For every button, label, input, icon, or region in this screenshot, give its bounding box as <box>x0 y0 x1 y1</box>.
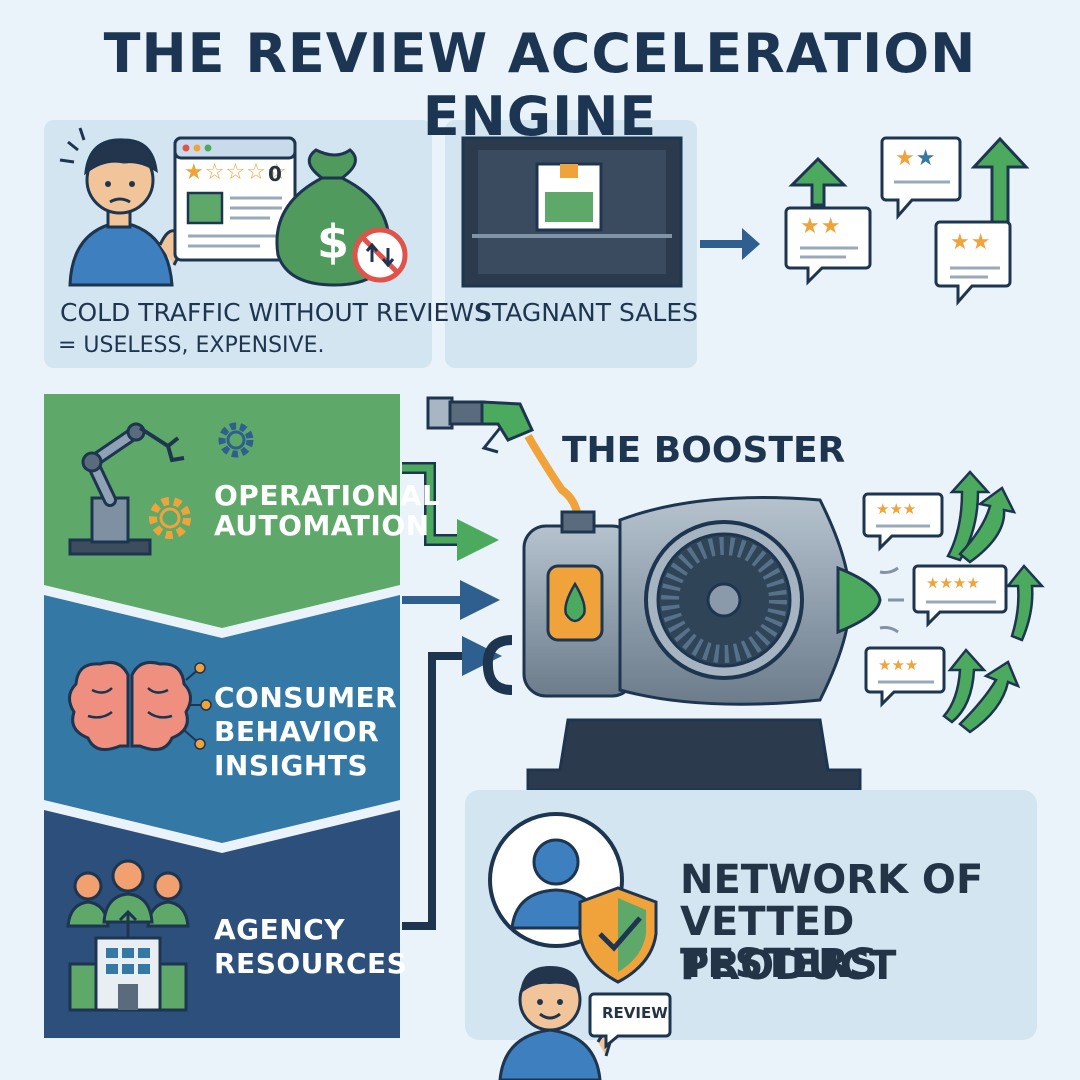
star-rating: ★★★ <box>876 500 917 518</box>
review-sign <box>588 992 672 1050</box>
consumer-band <box>44 595 400 843</box>
operational-arrow <box>402 464 499 561</box>
booster-label: THE BOOSTER <box>562 430 846 471</box>
operational-line2: AUTOMATION <box>214 509 430 542</box>
agency-line2: RESOURCES <box>214 947 408 980</box>
up-arrow-icon <box>942 470 1045 734</box>
robot-arm-icon <box>68 422 185 556</box>
jet-engine-icon <box>482 496 904 792</box>
agency-line1: AGENCY <box>214 913 346 946</box>
brain-icon <box>68 660 212 752</box>
star-bubble-icon <box>784 206 872 286</box>
fuel-nozzle-icon <box>426 396 582 519</box>
star-rating: ★★ <box>800 214 842 239</box>
cold-traffic-line2: = USELESS, EXPENSIVE. <box>58 333 325 358</box>
star-bubble-icon <box>880 136 962 220</box>
svg-text:$: $ <box>317 215 349 269</box>
consumer-line1: CONSUMER <box>214 681 398 714</box>
star-bubble-icon <box>934 220 1012 306</box>
no-growth-icon <box>352 227 408 283</box>
star-bubble-icon <box>912 564 1008 628</box>
star-rating: ★★★ <box>878 656 919 674</box>
arrow-to-reviews <box>700 228 760 260</box>
team-icon <box>66 859 190 938</box>
shield-check-icon <box>578 886 658 984</box>
network-line1: NETWORK OF <box>680 857 984 903</box>
star-rating: ★★★★ <box>926 574 980 592</box>
gear-icon <box>218 422 254 458</box>
operational-line1: OPERATIONAL <box>214 479 441 512</box>
agency-arrow <box>402 636 502 930</box>
network-line2: VETTED PRODUCT <box>680 899 897 989</box>
consumer-line2: BEHAVIOR <box>214 715 380 748</box>
browser-window-icon <box>173 136 297 262</box>
review-sign-label: REVIEW <box>602 1004 668 1022</box>
star-rating: ★★ <box>895 146 937 171</box>
gear-icon <box>149 497 191 539</box>
star-bubble-icon <box>864 646 946 708</box>
operational-band <box>44 394 400 628</box>
up-arrow-icon <box>788 136 1030 227</box>
browser-rating: 0 <box>268 162 282 186</box>
star-bubble-icon <box>862 492 944 552</box>
page-title: THE REVIEW ACCELERATION ENGINE <box>103 22 977 148</box>
cold-traffic-line1: COLD TRAFFIC WITHOUT REVIEWS <box>60 298 490 327</box>
consumer-line3: INSIGHTS <box>214 749 369 782</box>
empty-shelf-icon <box>461 136 683 288</box>
star-rating: ★★ <box>950 230 992 255</box>
tester-person-icon <box>498 966 614 1080</box>
worried-person-icon <box>59 127 184 287</box>
stagnant-sales-label: STAGNANT SALES <box>476 298 698 327</box>
network-line3: TESTERS <box>680 941 878 987</box>
building-icon <box>68 936 188 1012</box>
browser-stars: ★☆☆☆☆ <box>184 160 288 185</box>
